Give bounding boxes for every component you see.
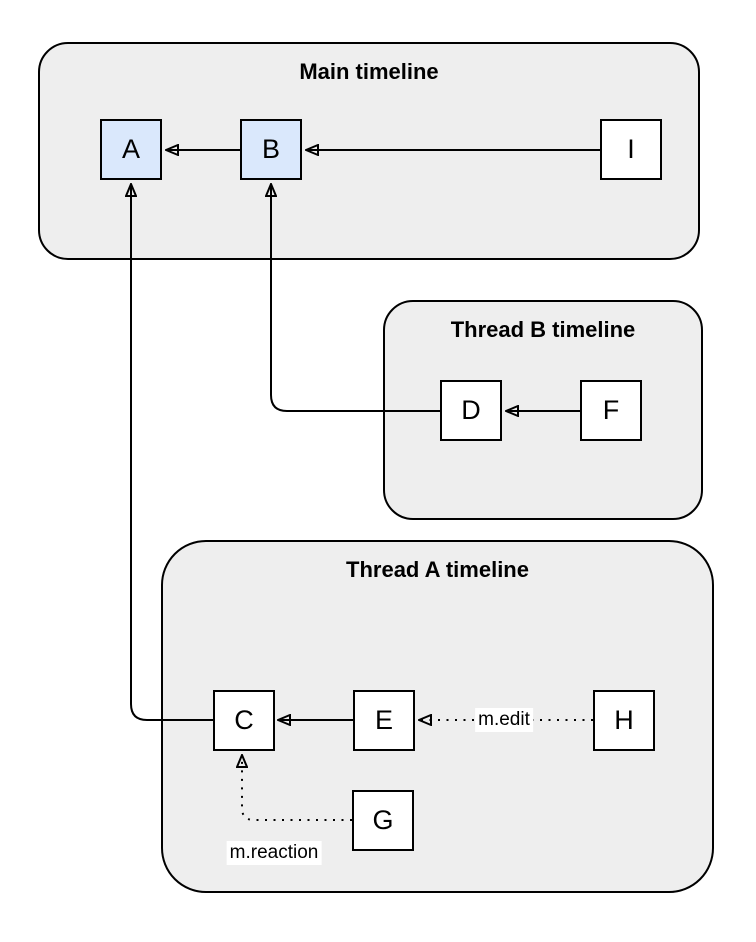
node-G-label: G: [372, 805, 394, 835]
container-title-thread-b: Thread B timeline: [450, 317, 636, 342]
edge-label-m-edit: m.edit: [475, 708, 533, 732]
node-A-label: A: [121, 134, 140, 164]
node-D-label: D: [461, 395, 481, 425]
container-thread-b-timeline: Thread B timeline: [383, 300, 703, 520]
node-F-label: F: [602, 395, 620, 425]
container-title-main: Main timeline: [299, 59, 439, 84]
node-E: E: [353, 690, 415, 751]
node-I-label: I: [627, 134, 635, 164]
edge-label-m-reaction: m.reaction: [226, 841, 322, 865]
node-C-label: C: [234, 705, 254, 735]
node-I: I: [600, 119, 662, 180]
node-G: G: [352, 790, 414, 851]
node-D: D: [440, 380, 502, 441]
node-B-label: B: [261, 134, 280, 164]
node-H-label: H: [614, 705, 634, 735]
node-A: A: [100, 119, 162, 180]
container-title-thread-a: Thread A timeline: [346, 557, 529, 582]
node-C: C: [213, 690, 275, 751]
node-B: B: [240, 119, 302, 180]
node-F: F: [580, 380, 642, 441]
node-H: H: [593, 690, 655, 751]
node-E-label: E: [374, 705, 393, 735]
